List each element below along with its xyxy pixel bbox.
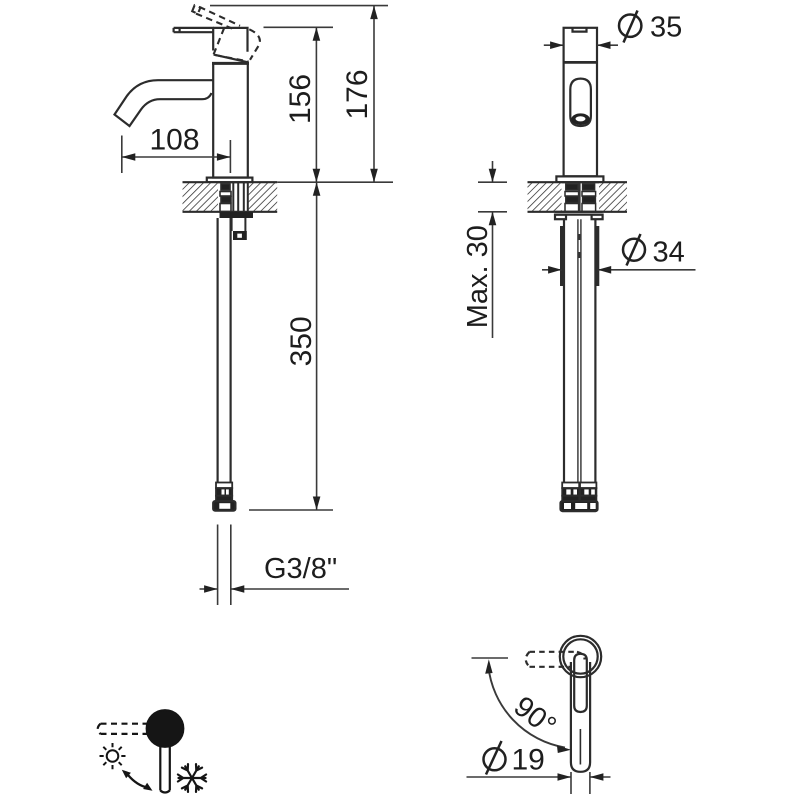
svg-text:350: 350 <box>285 316 318 366</box>
svg-text:176: 176 <box>341 69 374 119</box>
svg-text:19: 19 <box>512 743 545 776</box>
svg-text:156: 156 <box>284 74 317 124</box>
svg-text:G3/8": G3/8" <box>264 553 337 585</box>
svg-text:Max. 30: Max. 30 <box>462 225 494 328</box>
svg-text:35: 35 <box>650 12 682 44</box>
svg-text:34: 34 <box>653 237 685 269</box>
svg-text:108: 108 <box>149 124 199 157</box>
